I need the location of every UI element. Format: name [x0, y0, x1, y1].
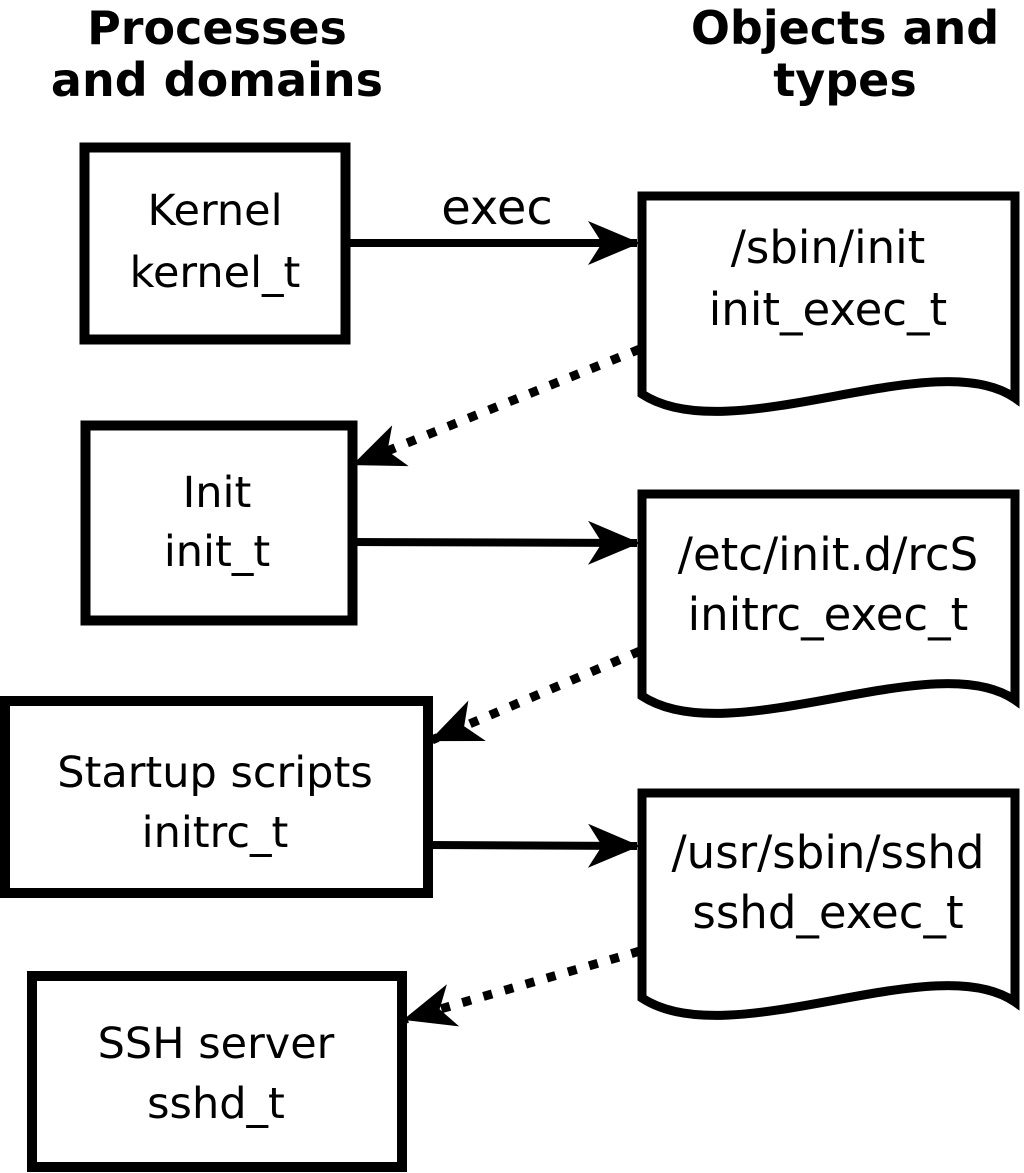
transition-arrow-rcS-to-initrc: [429, 646, 642, 745]
right-column-header-line1: Objects and: [691, 1, 999, 55]
sbin-init-doc-shape: [637, 191, 1020, 416]
etc-initd-rcS-doc-path: /etc/init.d/rcS: [678, 528, 978, 581]
etc-initd-rcS-doc-type: initrc_exec_t: [688, 588, 969, 641]
transition-arrow-sshd-exec-to-sshd: [403, 946, 642, 1027]
ssh-server-box-label: SSH server: [98, 1019, 335, 1069]
exec-arrow-init-to-rcS: [352, 520, 640, 565]
process-box-ssh-server: SSH server sshd_t: [27, 971, 407, 1172]
startup-scripts-box-label: Startup scripts: [57, 748, 373, 798]
right-column-header-line2: types: [773, 53, 916, 107]
process-box-startup-scripts: Startup scripts initrc_t: [0, 696, 433, 898]
exec-arrow-label: exec: [441, 180, 553, 236]
process-box-init: Init init_t: [80, 420, 358, 626]
object-doc-etc-initd-rcS: /etc/init.d/rcS initrc_exec_t: [637, 489, 1020, 718]
init-box-type: init_t: [164, 527, 270, 577]
usr-sbin-sshd-doc-shape: [637, 788, 1020, 1020]
init-box-shape: [80, 420, 358, 626]
startup-scripts-box-type: initrc_t: [142, 808, 289, 858]
process-box-kernel: Kernel kernel_t: [79, 142, 351, 345]
left-column-header-line1: Processes: [87, 1, 347, 55]
kernel-box-type: kernel_t: [130, 248, 301, 298]
ssh-server-box-shape: [27, 971, 407, 1172]
object-doc-sbin-init: /sbin/init init_exec_t: [637, 191, 1020, 416]
startup-scripts-box-shape: [0, 696, 433, 898]
left-column-header-line2: and domains: [51, 53, 383, 107]
transition-arrow-sbin-init-to-init: [352, 344, 642, 469]
sbin-init-doc-type: init_exec_t: [709, 283, 947, 336]
sbin-init-doc-path: /sbin/init: [731, 221, 926, 274]
usr-sbin-sshd-doc-path: /usr/sbin/sshd: [672, 826, 985, 879]
etc-initd-rcS-doc-shape: [637, 489, 1020, 718]
kernel-box-label: Kernel: [147, 186, 282, 236]
object-doc-usr-sbin-sshd: /usr/sbin/sshd sshd_exec_t: [637, 788, 1020, 1020]
init-box-label: Init: [183, 468, 252, 518]
exec-arrow-initrc-to-sshd: [427, 823, 640, 868]
ssh-server-box-type: sshd_t: [147, 1079, 285, 1129]
kernel-box-shape: [79, 142, 351, 345]
usr-sbin-sshd-doc-type: sshd_exec_t: [692, 886, 963, 939]
